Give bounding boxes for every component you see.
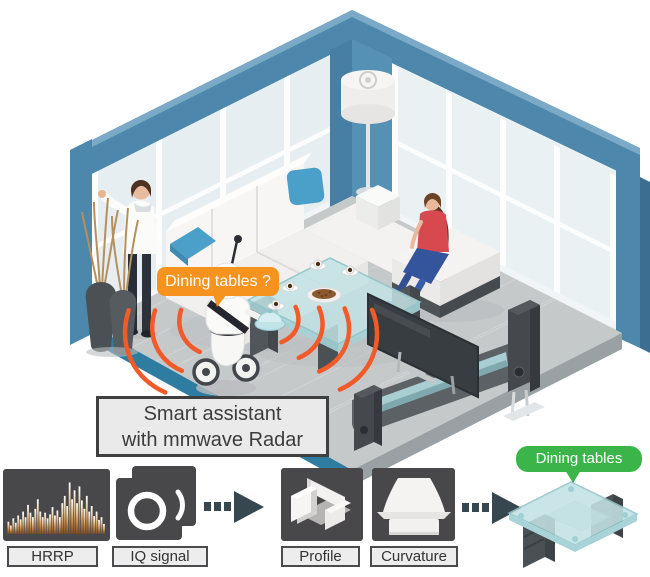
hrrp-panel	[3, 469, 110, 541]
iq-ring-icon	[127, 491, 167, 531]
arrow-icon	[204, 491, 264, 523]
radar-waves	[122, 304, 380, 395]
arrow-icon	[462, 492, 522, 524]
result-bubble: Dining tables	[516, 446, 642, 472]
assistant-caption: Smart assistant with mmwave Radar	[96, 396, 329, 457]
iq-signal-label: IQ signal	[112, 546, 208, 567]
iq-signal-panel	[116, 466, 196, 540]
coffee-cups	[267, 259, 359, 310]
hrrp-label: HRRP	[7, 546, 98, 567]
hrrp-spectrum-icon	[7, 482, 105, 534]
recognized-table-icon	[507, 481, 639, 568]
iq-crescent-icon	[175, 489, 185, 521]
pillow	[286, 167, 325, 206]
speaker	[354, 385, 382, 451]
caption-line1: Smart assistant	[143, 403, 282, 425]
curvature-label: Curvature	[370, 546, 458, 567]
curvature-panel	[372, 468, 455, 541]
floor-edge-right	[352, 333, 622, 486]
query-bubble-tail	[213, 294, 227, 307]
result-bubble-tail	[565, 470, 581, 483]
pillow	[170, 227, 216, 266]
profile-panel	[281, 468, 363, 541]
tv	[367, 292, 479, 399]
standing-man	[98, 179, 159, 339]
curvature-icon	[377, 478, 451, 535]
profile-3d-icon	[291, 478, 351, 530]
profile-label: Profile	[281, 546, 360, 567]
speaker	[503, 300, 545, 421]
query-bubble: Dining tables ?	[157, 267, 279, 296]
snack-bowl	[306, 287, 342, 303]
right-wall	[352, 10, 650, 353]
caption-line2: with mmwave Radar	[121, 429, 304, 451]
